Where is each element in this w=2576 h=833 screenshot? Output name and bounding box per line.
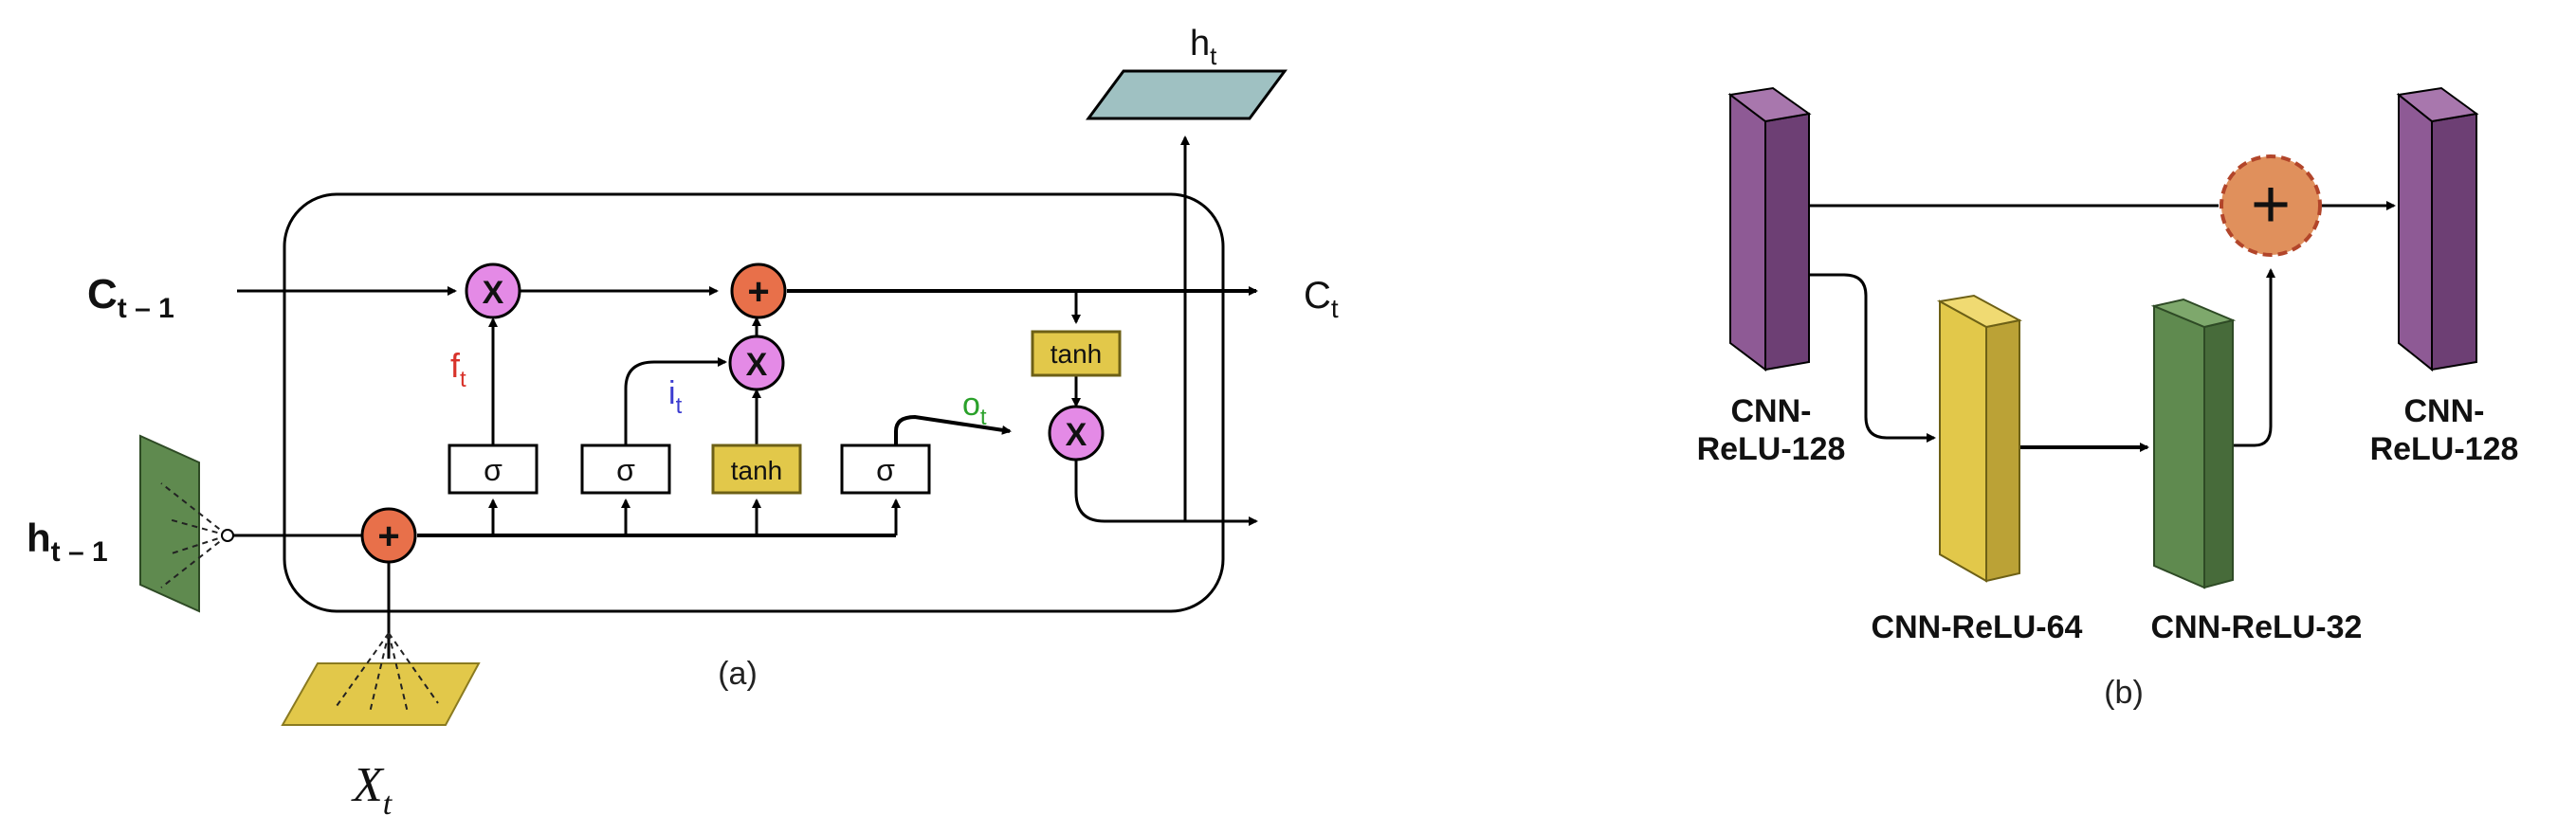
l3-to-add-line — [2233, 268, 2275, 447]
h-out-label: ht — [1190, 24, 1217, 70]
tanh-cell-box — [1031, 330, 1122, 377]
o-gate-line — [894, 414, 1012, 445]
sigma-o-label: σ — [876, 453, 895, 487]
h-prev-label: ht – 1 — [27, 516, 108, 568]
sigma-i-box — [580, 444, 671, 495]
forget-mult-label: X — [483, 275, 504, 311]
c-out-label: Ct — [1304, 275, 1339, 323]
sigma-f-box — [448, 444, 539, 495]
panel-b-residual: + CNN- ReLU-128 CNN-ReLU-64 CNN-ReLU-32 … — [1697, 86, 2519, 711]
layer2-label: CNN-ReLU-64 — [1872, 609, 2083, 645]
input-add-node — [360, 507, 417, 564]
layer4-label-line2: ReLU-128 — [2370, 431, 2519, 467]
sigma-i-label: σ — [616, 453, 635, 487]
o-mult-output-line — [1074, 460, 1258, 526]
layer1-label-line1: CNN- — [1731, 393, 1812, 429]
layer4-block — [2396, 86, 2479, 372]
x-input-plane — [281, 662, 481, 726]
c-prev-label: Ct – 1 — [87, 271, 174, 324]
panel-a-lstm: σ σ tanh σ tanh X + X X + Ct – 1 Ct ht –… — [27, 24, 1339, 822]
sigma-f-label: σ — [484, 453, 502, 487]
layer1-block — [1727, 86, 1812, 372]
layer4-label-line1: CNN- — [2404, 393, 2485, 429]
h-out-plane — [1086, 69, 1288, 120]
cell-add-label: + — [747, 271, 769, 313]
caption-a: (a) — [718, 656, 758, 692]
cell-add-node — [730, 263, 787, 319]
lstm-cell-box — [283, 192, 1225, 613]
i-gate-label: it — [668, 375, 683, 419]
o-gate-label: ot — [962, 387, 987, 430]
output-mult-node — [1048, 405, 1105, 462]
sigma-o-box — [840, 444, 931, 495]
f-gate-label: ft — [450, 346, 466, 392]
forget-mult-node — [465, 263, 521, 319]
tanh-input-box — [711, 444, 802, 495]
h-prev-node — [221, 529, 234, 542]
layer1-label-line2: ReLU-128 — [1697, 431, 1846, 467]
output-mult-label: X — [1066, 417, 1087, 453]
residual-add-node — [2220, 154, 2322, 257]
x-input-rays — [336, 632, 439, 714]
input-mult-node — [728, 335, 785, 391]
i-gate-line — [624, 357, 727, 445]
tanh-input-label: tanh — [731, 456, 783, 485]
tanh-cell-label: tanh — [1050, 339, 1103, 369]
layer3-block — [2150, 298, 2237, 589]
input-mult-label: X — [746, 347, 768, 383]
h-prev-rays — [160, 482, 228, 589]
x-input-label: Xt — [351, 758, 393, 822]
input-add-label: + — [377, 516, 399, 557]
l1-to-l2-line — [1809, 273, 1936, 443]
layer2-block — [1936, 294, 2022, 583]
caption-b: (b) — [2104, 675, 2144, 711]
residual-add-label: + — [2251, 167, 2291, 243]
h-prev-plane — [139, 434, 200, 613]
layer3-label: CNN-ReLU-32 — [2151, 609, 2363, 645]
